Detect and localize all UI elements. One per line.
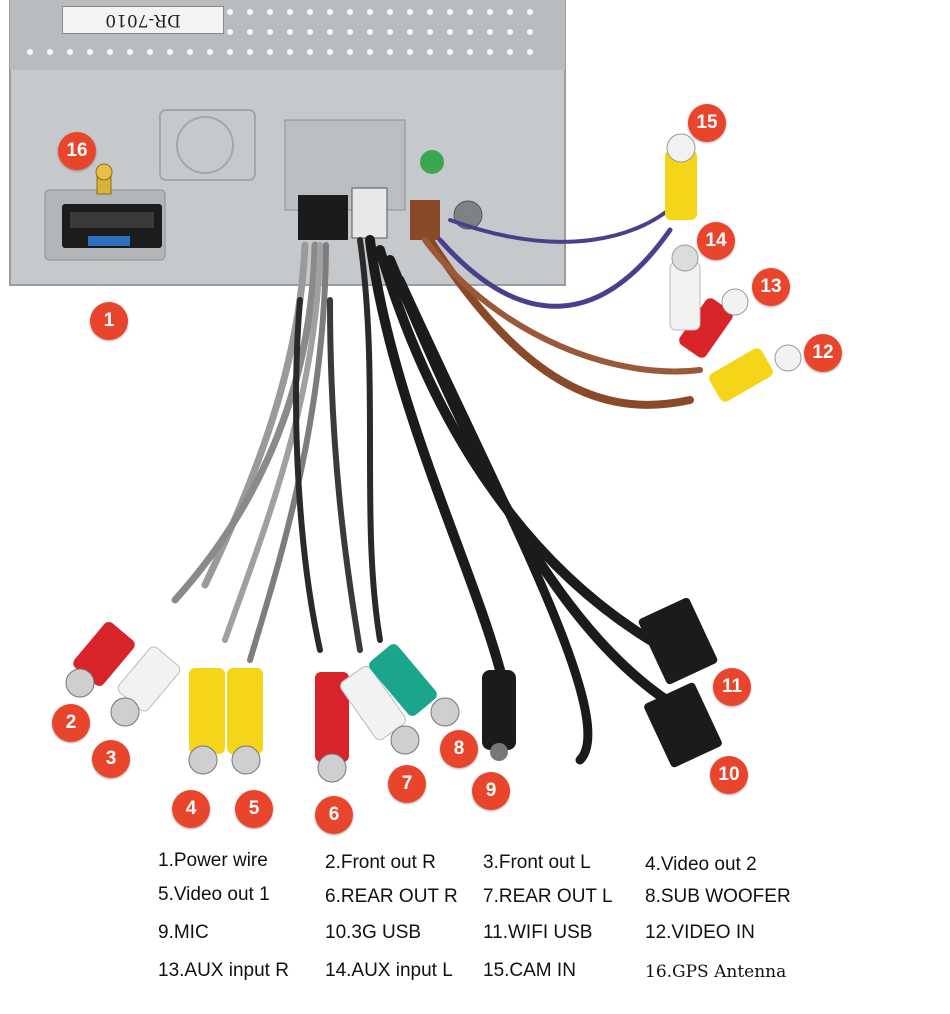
legend-item: 4.Video out 2 (645, 854, 757, 875)
rca-front-out-r (65, 622, 135, 698)
callout-12: 12 (804, 334, 842, 372)
legend-item: 2.Front out R (325, 852, 436, 873)
legend-item: 1.Power wire (158, 850, 268, 871)
legend-item: 11.WIFI USB (483, 922, 593, 943)
callout-11: 11 (713, 668, 751, 706)
callout-4: 4 (172, 790, 210, 828)
rca-video-out-2 (188, 668, 225, 775)
callout-10: 10 (710, 756, 748, 794)
callout-2: 2 (52, 704, 90, 742)
legend-item: 13.AUX input R (158, 960, 289, 981)
legend-item: 10.3G USB (325, 922, 422, 943)
rca-aux-input-r (679, 288, 749, 358)
callout-1: 1 (90, 302, 128, 340)
rca-rear-out-l (340, 665, 420, 755)
legend-item: 8.SUB WOOFER (645, 886, 791, 907)
harness-illustration (9, 0, 802, 783)
legend-item: 3.Front out L (483, 852, 591, 873)
rca-aux-input-l (669, 244, 701, 331)
legend-item: 16.GPS Antenna (645, 962, 787, 982)
callout-13: 13 (752, 268, 790, 306)
legend-item: 9.MIC (158, 922, 209, 943)
legend-item: 7.REAR OUT L (483, 886, 613, 907)
harness-plugs (298, 150, 483, 240)
legend-item: 12.VIDEO IN (645, 922, 755, 943)
rca-rear-out-r (315, 672, 349, 783)
rca-cam-in (665, 133, 697, 220)
power-wire-connector (62, 204, 162, 248)
callout-3: 3 (92, 740, 130, 778)
callout-9: 9 (472, 772, 510, 810)
callout-16: 16 (58, 132, 96, 170)
gps-antenna-connector (95, 163, 113, 195)
callout-15: 15 (688, 104, 726, 142)
callout-8: 8 (440, 730, 478, 768)
wiring-diagram: DR-7010 16 1 2 3 4 5 6 7 8 9 10 11 12 13… (9, 0, 842, 834)
callout-6: 6 (315, 796, 353, 834)
rca-video-out-1 (227, 668, 263, 775)
legend: 1.Power wire 2.Front out R 3.Front out L… (0, 840, 950, 1010)
rca-sub-woofer (369, 644, 460, 727)
legend-item: 14.AUX input L (325, 960, 453, 981)
mic-jack (482, 670, 516, 761)
cable-bundle (171, 198, 705, 765)
callout-5: 5 (235, 790, 273, 828)
model-label: DR-7010 (62, 6, 224, 34)
legend-item: 15.CAM IN (483, 960, 576, 981)
callout-7: 7 (388, 765, 426, 803)
legend-item: 6.REAR OUT R (325, 886, 458, 907)
usb-wifi (638, 597, 718, 685)
rca-video-in (709, 344, 802, 402)
rca-front-out-l (110, 646, 181, 727)
legend-item: 5.Video out 1 (158, 884, 270, 905)
usb-3g (644, 682, 722, 768)
callout-14: 14 (697, 222, 735, 260)
